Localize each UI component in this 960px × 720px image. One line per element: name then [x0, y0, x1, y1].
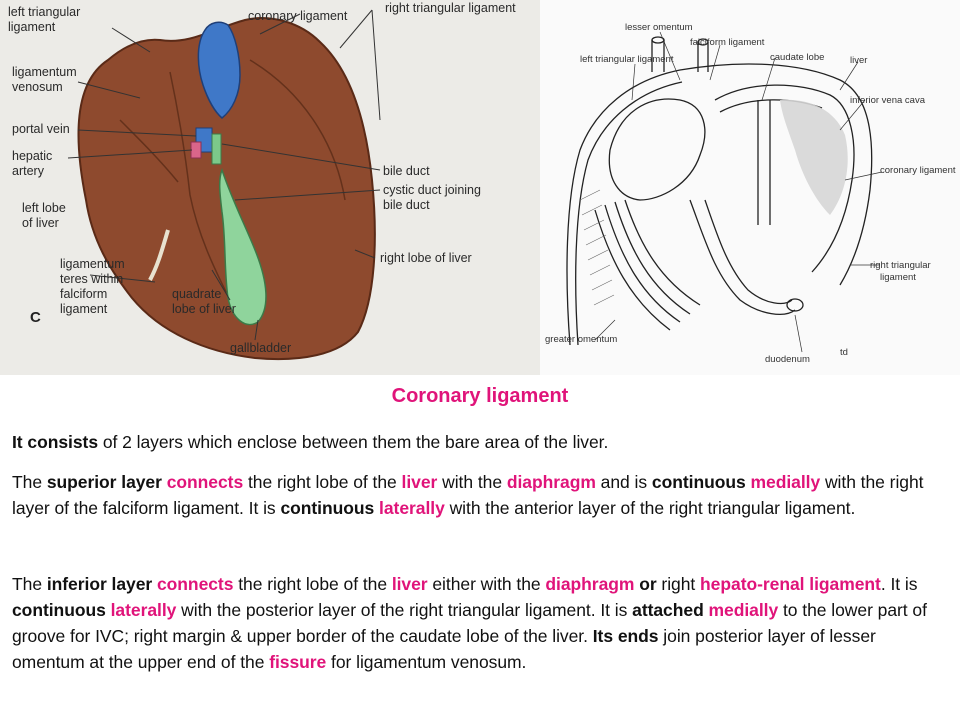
- text-span: with the right layer of the falciform li…: [12, 472, 924, 518]
- gallbladder-shape: [218, 167, 267, 326]
- text-span: The: [12, 472, 47, 492]
- label-lig-teres-3: falciform: [60, 287, 107, 301]
- text-span: with the anterior layer of the right tri…: [444, 498, 856, 518]
- label-ligamentum-venosum-1: ligamentum: [12, 65, 77, 79]
- cross-section-outlines: [566, 36, 873, 346]
- text-span: continuous: [651, 472, 746, 492]
- label-lig-teres-4: ligament: [60, 302, 108, 316]
- figure-signature: td: [840, 347, 848, 358]
- highlight-span: laterally: [110, 600, 177, 620]
- label-coronary-ligament: coronary ligament: [248, 9, 348, 23]
- hepatic-artery-shape: [190, 141, 202, 159]
- label-right-triangular-ligament: right triangular ligament: [385, 1, 516, 15]
- label-right-triangular-2: ligament: [880, 272, 916, 283]
- label-left-triangular-2: ligament: [8, 20, 56, 34]
- text-span: with the: [437, 472, 507, 492]
- label-gallbladder: gallbladder: [230, 341, 291, 355]
- leader-lines: [67, 9, 381, 341]
- highlight-span: liver: [401, 472, 438, 492]
- highlight-span: connects: [166, 472, 244, 492]
- peritoneal-cross-section-figure: lesser omentum falciform ligament left t…: [540, 0, 960, 375]
- label-hepatic-artery-2: artery: [12, 164, 45, 178]
- highlight-span: connects: [156, 574, 234, 594]
- label-lig-teres-1: ligamentum: [60, 257, 125, 271]
- text-span: the right lobe of the: [233, 574, 392, 594]
- text-span: . It is: [880, 574, 918, 594]
- text-span: to the lower part of groove for IVC; rig…: [12, 600, 927, 646]
- text-span: either with the: [427, 574, 546, 594]
- highlight-span: liver: [391, 574, 428, 594]
- label-caudate-lobe: caudate lobe: [770, 52, 824, 63]
- text-block: Coronary ligament It consists of 2 layer…: [0, 375, 960, 720]
- label-liver: liver: [850, 55, 867, 66]
- label-cystic-duct-1: cystic duct joining: [383, 183, 481, 197]
- label-greater-omentum: greater omentum: [545, 334, 617, 345]
- paragraph-superior-layer: The superior layer connects the right lo…: [12, 469, 937, 521]
- figures: left triangular ligament coronary ligame…: [0, 0, 960, 375]
- text-span: attached: [632, 600, 704, 620]
- liver-fissure-lines: [119, 59, 346, 301]
- text-span: join posterior layer of lesser omentum a…: [12, 626, 876, 672]
- label-bile-duct: bile duct: [383, 164, 430, 178]
- text-span: superior layer: [46, 472, 162, 492]
- inferior-vena-cava-shape: [197, 21, 241, 119]
- bile-duct-shape: [211, 133, 222, 165]
- label-duodenum: duodenum: [765, 354, 810, 365]
- label-lesser-omentum: lesser omentum: [625, 22, 693, 33]
- text-span: Its ends: [592, 626, 659, 646]
- label-lig-teres-2: teres within: [60, 272, 123, 286]
- label-cystic-duct-2: bile duct: [383, 198, 430, 212]
- figure-letter: C: [30, 309, 41, 326]
- label-right-triangular-1: right triangular: [870, 260, 931, 271]
- text-span: the right lobe of the: [243, 472, 402, 492]
- highlight-span: medially: [708, 600, 779, 620]
- highlight-span: fissure: [269, 652, 327, 672]
- highlight-span: diaphragm: [506, 472, 596, 492]
- label-inferior-vena-cava: inferior vena cava: [850, 95, 926, 106]
- label-left-lobe-2: of liver: [22, 216, 59, 230]
- highlight-span: laterally: [379, 498, 445, 518]
- highlight-span: diaphragm: [545, 574, 635, 594]
- text-span: or: [639, 574, 657, 594]
- label-coronary-ligament-right: coronary ligament: [880, 165, 956, 176]
- section-heading: Coronary ligament: [391, 385, 569, 407]
- label-portal-vein: portal vein: [12, 122, 70, 136]
- text-span: It consists: [12, 432, 99, 452]
- text-span: and is: [595, 472, 652, 492]
- liver-posterior-view-figure: left triangular ligament coronary ligame…: [0, 0, 540, 375]
- ligamentum-teres-shape: [148, 229, 170, 281]
- text-span: of 2 layers which enclose between them t…: [98, 432, 609, 452]
- paragraph-consists: It consists of 2 layers which enclose be…: [12, 429, 937, 455]
- text-span: right: [656, 574, 701, 594]
- paragraph-inferior-layer: The inferior layer connects the right lo…: [12, 571, 937, 675]
- label-right-lobe: right lobe of liver: [380, 251, 472, 265]
- highlight-span: medially: [750, 472, 821, 492]
- label-left-triangular-1: left triangular: [8, 5, 80, 19]
- text-span: for ligamentum venosum.: [326, 652, 527, 672]
- label-left-triangular-ligament: left triangular ligament: [580, 54, 674, 65]
- text-span: inferior layer: [46, 574, 153, 594]
- text-span: continuous: [280, 498, 375, 518]
- label-quadrate-lobe-1: quadrate: [172, 287, 221, 301]
- label-hepatic-artery-1: hepatic: [12, 149, 52, 163]
- text-span: continuous: [12, 600, 106, 620]
- label-ligamentum-venosum-2: venosum: [12, 80, 63, 94]
- highlight-span: hepato-renal ligament: [700, 574, 881, 594]
- liver-posterior-view-drawing: left triangular ligament coronary ligame…: [8, 1, 516, 361]
- text-span: with the posterior layer of the right tr…: [176, 600, 633, 620]
- peritoneal-cross-section-drawing: lesser omentum falciform ligament left t…: [545, 22, 956, 365]
- text-span: The: [12, 574, 47, 594]
- liver-shaded-area: [780, 99, 848, 215]
- label-quadrate-lobe-2: lobe of liver: [172, 302, 236, 316]
- label-left-lobe-1: left lobe: [22, 201, 66, 215]
- label-falciform-ligament: falciform ligament: [690, 37, 765, 48]
- right-leader-lines: [594, 31, 883, 353]
- hatching-lines: [579, 189, 615, 306]
